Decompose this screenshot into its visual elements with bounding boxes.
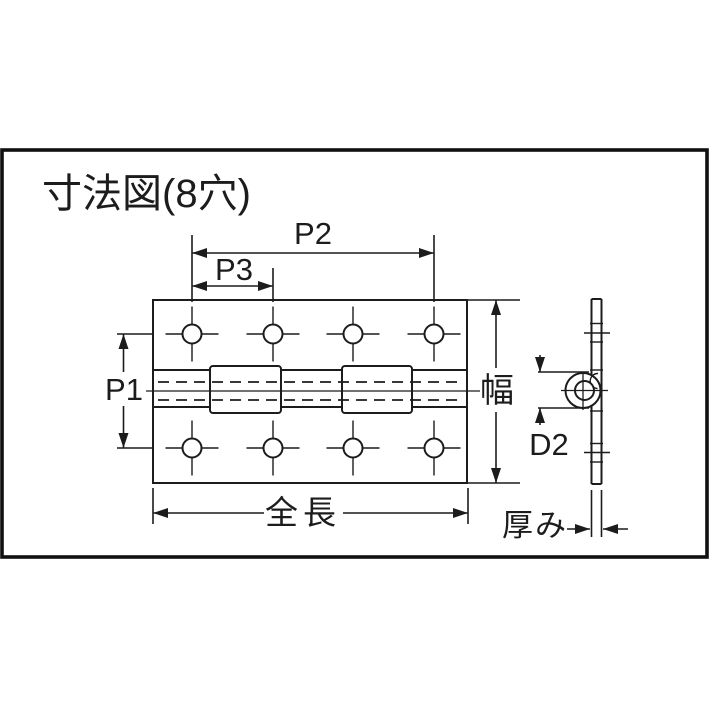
- p2-label: P2: [294, 216, 332, 251]
- diagram-frame: [0, 148, 709, 559]
- leaf-curl-detail: [589, 372, 599, 390]
- knuckle-segment-4: [341, 365, 413, 414]
- dimension-thickness: 厚み: [502, 490, 628, 543]
- dimension-width: 幅: [468, 299, 520, 484]
- hole-top-1: [165, 306, 219, 362]
- knuckle-segment-2: [209, 365, 282, 414]
- thickness-label: 厚み: [502, 508, 568, 543]
- p3-label: P3: [215, 252, 253, 287]
- width-label: 幅: [480, 372, 514, 410]
- hole-bottom-3: [326, 420, 380, 476]
- hole-top-2: [246, 306, 300, 362]
- hole-top-4: [407, 306, 461, 362]
- p1-label: P1: [105, 372, 143, 407]
- total-length-label: 全長: [265, 494, 341, 531]
- dimension-p1: P1: [105, 333, 152, 449]
- hole-bottom-2: [246, 420, 300, 476]
- d2-label: D2: [529, 427, 569, 462]
- dimension-d2: D2: [529, 355, 589, 462]
- screw-holes: [165, 306, 461, 476]
- side-view: [561, 298, 610, 485]
- dimension-total-length: 全長: [152, 488, 469, 531]
- hole-bottom-1: [165, 420, 219, 476]
- dimension-p3: P3: [192, 252, 274, 302]
- knuckle-band: [152, 369, 468, 408]
- front-view: [146, 299, 480, 484]
- dimension-p2: P2: [191, 216, 435, 302]
- diagram-title: 寸法図(8穴): [42, 172, 251, 216]
- hole-top-3: [326, 306, 380, 362]
- hole-bottom-4: [407, 420, 461, 476]
